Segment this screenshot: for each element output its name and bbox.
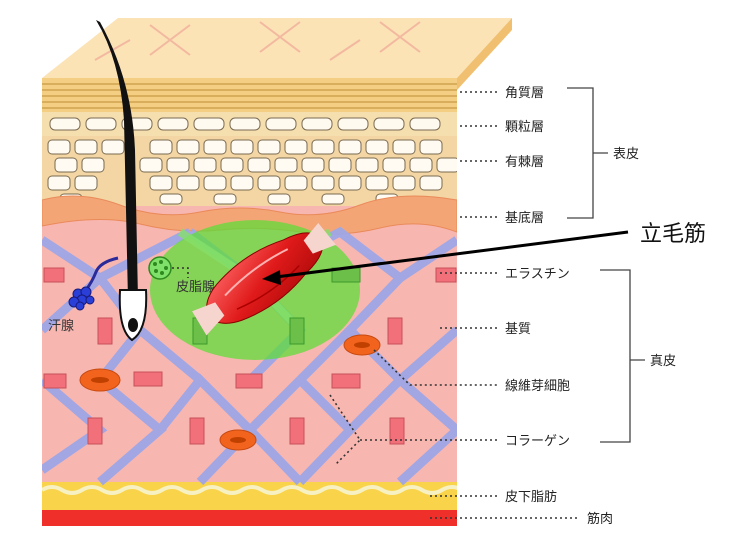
label-spinous: 有棘層 [505, 155, 544, 170]
label-epidermis: 表皮 [613, 147, 639, 162]
label-fibroblast: 線維芽細胞 [505, 378, 570, 394]
label-collagen: コラーゲン [505, 434, 570, 449]
sebaceous-leader [172, 267, 189, 278]
stratum-corneum-lines [42, 83, 457, 109]
label-basal: 基底層 [505, 210, 544, 226]
epidermis-bracket [567, 87, 608, 219]
fat-wave [42, 485, 457, 495]
label-stratum-corneum: 角質層 [505, 86, 544, 101]
label-granular: 顆粒層 [505, 120, 544, 135]
dermis-bracket [600, 269, 645, 443]
sweat-duct [84, 256, 119, 291]
skin-block-side [457, 18, 512, 90]
granular-cells [49, 117, 441, 131]
sebaceous-gland-dots [153, 260, 168, 275]
hair-papilla [128, 318, 138, 332]
spinous-cells [47, 139, 457, 205]
label-subcutaneous-fat: 皮下脂肪 [505, 489, 557, 505]
label-matrix: 基質 [505, 322, 531, 337]
label-muscle: 筋肉 [587, 511, 613, 527]
leader-collagen [329, 394, 497, 466]
arrector-pili-label: 立毛筋 [640, 222, 706, 247]
label-dermis: 真皮 [650, 354, 676, 369]
fibroblast-cells [79, 334, 381, 451]
muscle-layer [42, 510, 457, 526]
surface-texture [94, 21, 421, 61]
sweat-gland [68, 286, 95, 311]
highlight-elastin-mid [289, 317, 305, 345]
leader-fibroblast [373, 349, 497, 386]
sweat-gland-label: 汗腺 [48, 319, 74, 334]
hair-bulb [118, 289, 148, 342]
sebaceous-gland-label: 皮脂腺 [176, 280, 215, 295]
label-elastin: エラスチン [505, 267, 570, 282]
hair-shaft [96, 20, 138, 338]
stratum-corneum-layer [42, 78, 457, 112]
elastin-fibers [43, 267, 457, 445]
arrector-pili-pointer [262, 230, 629, 285]
